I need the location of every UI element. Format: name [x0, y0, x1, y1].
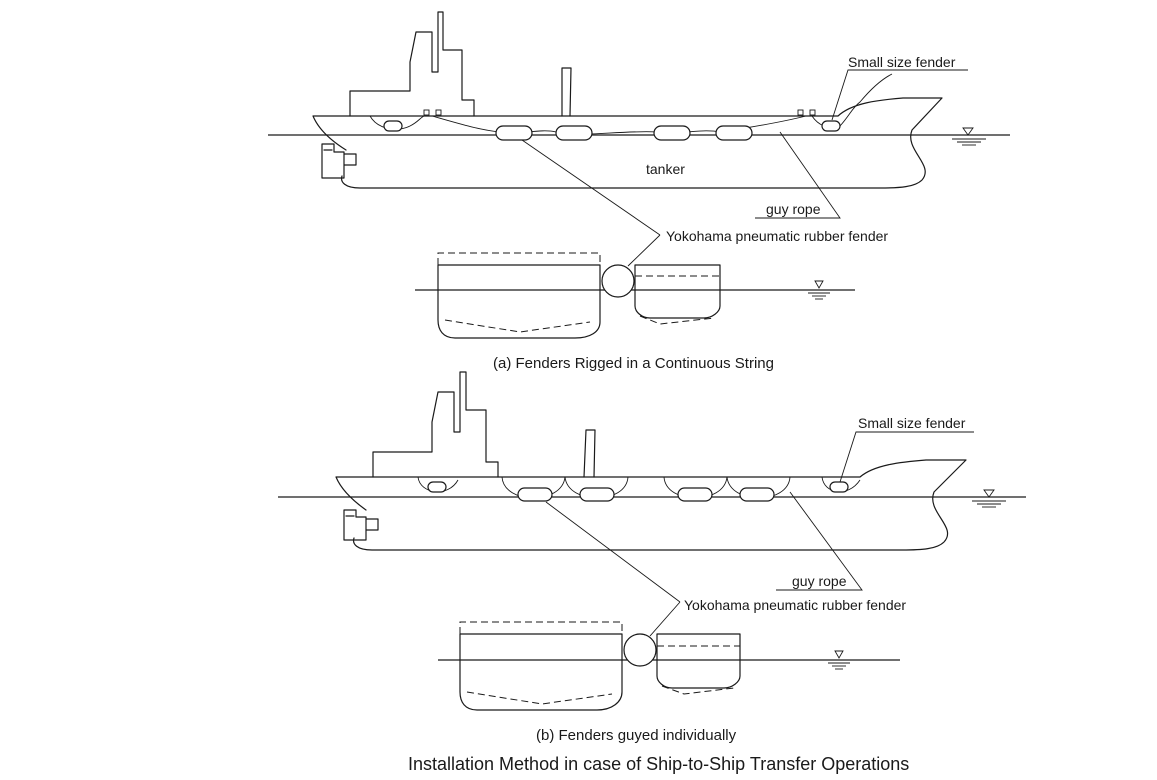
pneumatic-fenders-b: [427, 481, 849, 502]
water-level-symbol-a: [952, 127, 986, 146]
label-guy-rope-a: guy rope: [766, 201, 821, 217]
caption-a: (a) Fenders Rigged in a Continuous Strin…: [493, 355, 774, 372]
leader-guy-rope-b: [776, 491, 863, 591]
leader-small-fender-b: [839, 431, 974, 483]
label-pneumatic-fender-a: Yokohama pneumatic rubber fender: [666, 228, 888, 244]
label-guy-rope-b: guy rope: [792, 573, 847, 589]
tanker-hull-b: [335, 459, 967, 551]
label-pneumatic-fender-b: Yokohama pneumatic rubber fender: [684, 597, 906, 613]
label-tanker: tanker: [646, 161, 685, 177]
pneumatic-fenders-a: [383, 120, 841, 141]
rudder-b: [343, 509, 379, 541]
leader-guy-rope-a: [755, 131, 841, 219]
cross-section-a: [415, 252, 855, 339]
cross-section-b: [438, 621, 900, 711]
superstructure-a: [349, 11, 475, 117]
mast-a: [561, 67, 572, 117]
rudder-a: [321, 143, 357, 179]
leader-pneumatic-a: [521, 139, 661, 267]
label-small-fender-a: Small size fender: [848, 54, 956, 70]
diagram-b: Small size fender guy rope Yokohama pneu…: [278, 371, 1026, 744]
water-level-symbol-b: [972, 489, 1006, 508]
guy-ropes-b: [417, 476, 861, 499]
label-small-fender-b: Small size fender: [858, 415, 966, 431]
tanker-hull-a: [312, 97, 943, 189]
bollards-a: [423, 109, 816, 116]
figure-title: Installation Method in case of Ship-to-S…: [408, 754, 909, 774]
leader-small-fender-a: [831, 69, 968, 121]
caption-b: (b) Fenders guyed individually: [536, 727, 737, 744]
diagram-a: Small size fender tanker guy rope Yokoha…: [268, 11, 1010, 372]
superstructure-b: [372, 371, 499, 478]
mast-b: [583, 429, 596, 478]
leader-pneumatic-b: [545, 501, 681, 637]
